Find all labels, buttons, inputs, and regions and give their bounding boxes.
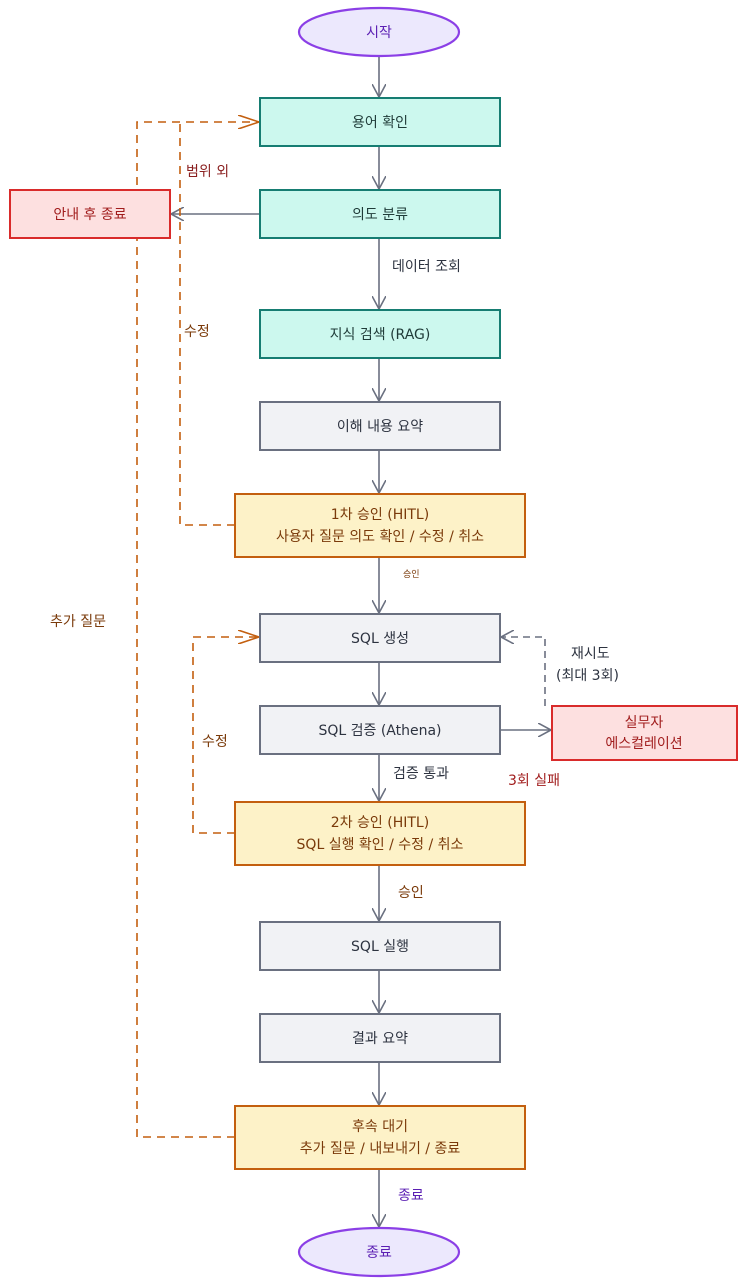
node-label: SQL 실행 확인 / 수정 / 취소 <box>297 837 464 853</box>
edge-retry <box>501 637 546 706</box>
label-additional-question: 추가 질문 <box>50 614 106 630</box>
label-revise2: 수정 <box>202 734 228 750</box>
node-label: 2차 승인 (HITL) <box>331 815 429 831</box>
node-guide-end: 안내 후 종료 <box>9 189 171 239</box>
node-label: 후속 대기 <box>352 1119 408 1135</box>
label-end: 종료 <box>398 1188 424 1204</box>
edge-followup-term <box>136 122 259 1138</box>
label-out-of-scope: 범위 외 <box>186 164 229 180</box>
node-label: SQL 검증 (Athena) <box>318 723 441 739</box>
node-label: 용어 확인 <box>352 115 408 131</box>
node-label: 에스컬레이션 <box>605 736 682 752</box>
node-label: 결과 요약 <box>352 1031 408 1047</box>
node-label: 안내 후 종료 <box>53 207 126 223</box>
node-rag: 지식 검색 (RAG) <box>259 309 501 359</box>
node-end: 종료 <box>297 1226 461 1278</box>
node-approval1: 1차 승인 (HITL) 사용자 질문 의도 확인 / 수정 / 취소 <box>234 493 526 558</box>
node-sql-exec: SQL 실행 <box>259 921 501 971</box>
node-term-check: 용어 확인 <box>259 97 501 147</box>
node-label: SQL 생성 <box>351 631 409 647</box>
edge-approval1-term <box>179 122 235 526</box>
node-label: 지식 검색 (RAG) <box>330 327 431 343</box>
node-sql-validate: SQL 검증 (Athena) <box>259 705 501 755</box>
node-label: 사용자 질문 의도 확인 / 수정 / 취소 <box>276 529 484 545</box>
node-label: 실무자 <box>625 715 664 731</box>
node-start: 시작 <box>297 6 461 58</box>
node-start-label: 시작 <box>366 25 392 41</box>
label-approve1: 승인 <box>403 569 420 580</box>
node-sql-gen: SQL 생성 <box>259 613 501 663</box>
node-summary-understanding: 이해 내용 요약 <box>259 401 501 451</box>
node-intent: 의도 분류 <box>259 189 501 239</box>
node-label: 추가 질문 / 내보내기 / 종료 <box>300 1141 461 1157</box>
node-label: 1차 승인 (HITL) <box>331 507 429 523</box>
node-label: 의도 분류 <box>352 207 408 223</box>
node-escalation: 실무자 에스컬레이션 <box>551 705 738 761</box>
label-data-query: 데이터 조회 <box>392 259 461 275</box>
label-validation-pass: 검증 통과 <box>393 766 449 782</box>
node-label: SQL 실행 <box>351 939 409 955</box>
label-revise1: 수정 <box>184 324 210 340</box>
label-approve2: 승인 <box>398 885 424 901</box>
edge-approval2-sqlgen <box>192 637 259 834</box>
node-end-label: 종료 <box>366 1245 392 1261</box>
label-retry-max: (최대 3회) <box>556 668 619 684</box>
node-label: 이해 내용 요약 <box>337 419 423 435</box>
node-followup: 후속 대기 추가 질문 / 내보내기 / 종료 <box>234 1105 526 1170</box>
node-result-summary: 결과 요약 <box>259 1013 501 1063</box>
label-retry: 재시도 <box>571 646 610 662</box>
label-fail3: 3회 실패 <box>508 773 560 789</box>
node-approval2: 2차 승인 (HITL) SQL 실행 확인 / 수정 / 취소 <box>234 801 526 866</box>
